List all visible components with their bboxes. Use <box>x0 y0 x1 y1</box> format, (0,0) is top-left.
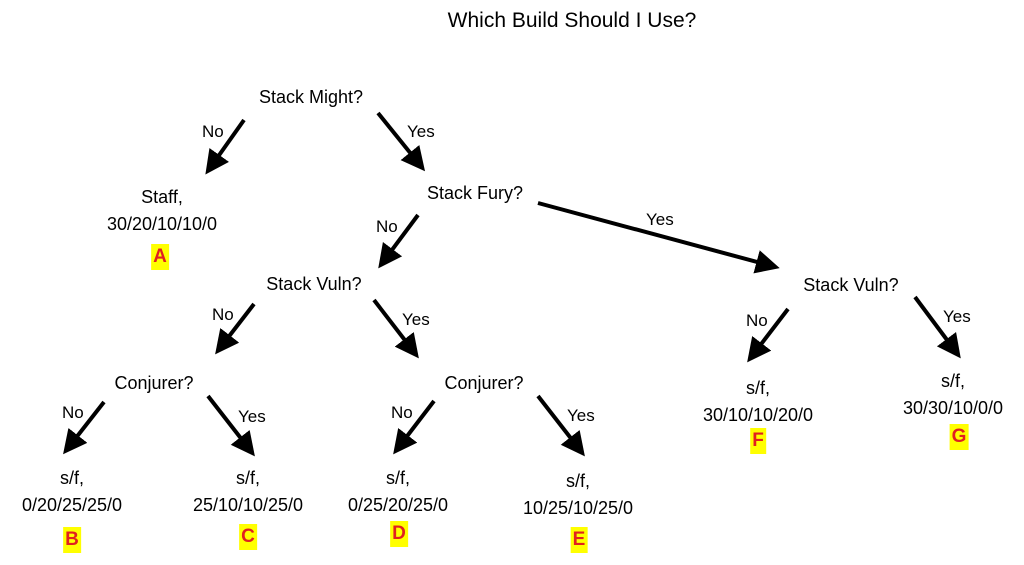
edge-label-no: No <box>376 217 398 236</box>
edge-label-no: No <box>746 311 768 330</box>
node-stack-vuln-right: Stack Vuln? <box>803 275 899 295</box>
edge-vulnl-no <box>215 302 256 355</box>
edge-conjl-no <box>63 400 106 455</box>
node-stack-fury: Stack Fury? <box>426 183 524 203</box>
node-conjurer-left: Conjurer? <box>114 373 194 393</box>
outcome-weapon: Staff, <box>141 187 183 207</box>
outcome-weapon: s/f, <box>745 378 771 398</box>
outcome-weapon: s/f, <box>385 468 411 488</box>
diagram-title: Which Build Should I Use? <box>447 9 697 32</box>
edge-might-yes <box>376 111 426 172</box>
edge-label-no: No <box>391 403 413 422</box>
edge-conjr-yes <box>536 394 585 457</box>
outcome-badge: F <box>750 428 766 454</box>
node-stack-might: Stack Might? <box>258 87 364 107</box>
outcome-weapon: s/f, <box>59 468 85 488</box>
outcome-traits: 0/20/25/25/0 <box>21 495 123 515</box>
outcome-badge: B <box>63 527 81 553</box>
outcome-traits: 10/25/10/25/0 <box>522 498 634 518</box>
edge-label-yes: Yes <box>646 210 674 229</box>
node-stack-vuln-left: Stack Vuln? <box>266 274 362 294</box>
edge-fury-no <box>378 213 420 269</box>
edge-label-yes: Yes <box>407 122 435 141</box>
edge-label-yes: Yes <box>943 307 971 326</box>
edge-label-no: No <box>202 122 224 141</box>
edge-vulnl-yes <box>372 298 419 359</box>
outcome-traits: 30/20/10/10/0 <box>106 214 218 234</box>
outcome-badge: E <box>570 527 588 553</box>
node-conjurer-right: Conjurer? <box>444 373 524 393</box>
edge-conjr-no <box>393 399 436 455</box>
edge-fury-yes <box>537 201 780 274</box>
edge-label-no: No <box>212 305 234 324</box>
edge-might-no <box>205 118 246 175</box>
edge-label-no: No <box>62 403 84 422</box>
outcome-badge: A <box>151 244 169 270</box>
outcome-traits: 0/25/20/25/0 <box>347 495 449 515</box>
outcome-weapon: s/f, <box>565 471 591 491</box>
edge-vulnr-no <box>747 307 790 363</box>
outcome-weapon: s/f, <box>940 371 966 391</box>
outcome-traits: 25/10/10/25/0 <box>192 495 304 515</box>
edge-label-yes: Yes <box>567 406 595 425</box>
outcome-badge: D <box>390 521 408 547</box>
edge-label-yes: Yes <box>238 407 266 426</box>
outcome-badge: G <box>949 424 969 450</box>
edge-label-yes: Yes <box>402 310 430 329</box>
edge-vulnr-yes <box>913 295 961 359</box>
outcome-weapon: s/f, <box>235 468 261 488</box>
outcome-badge: C <box>239 524 257 550</box>
outcome-traits: 30/30/10/0/0 <box>902 398 1004 418</box>
outcome-traits: 30/10/10/20/0 <box>702 405 814 425</box>
edge-conjl-yes <box>206 394 255 457</box>
